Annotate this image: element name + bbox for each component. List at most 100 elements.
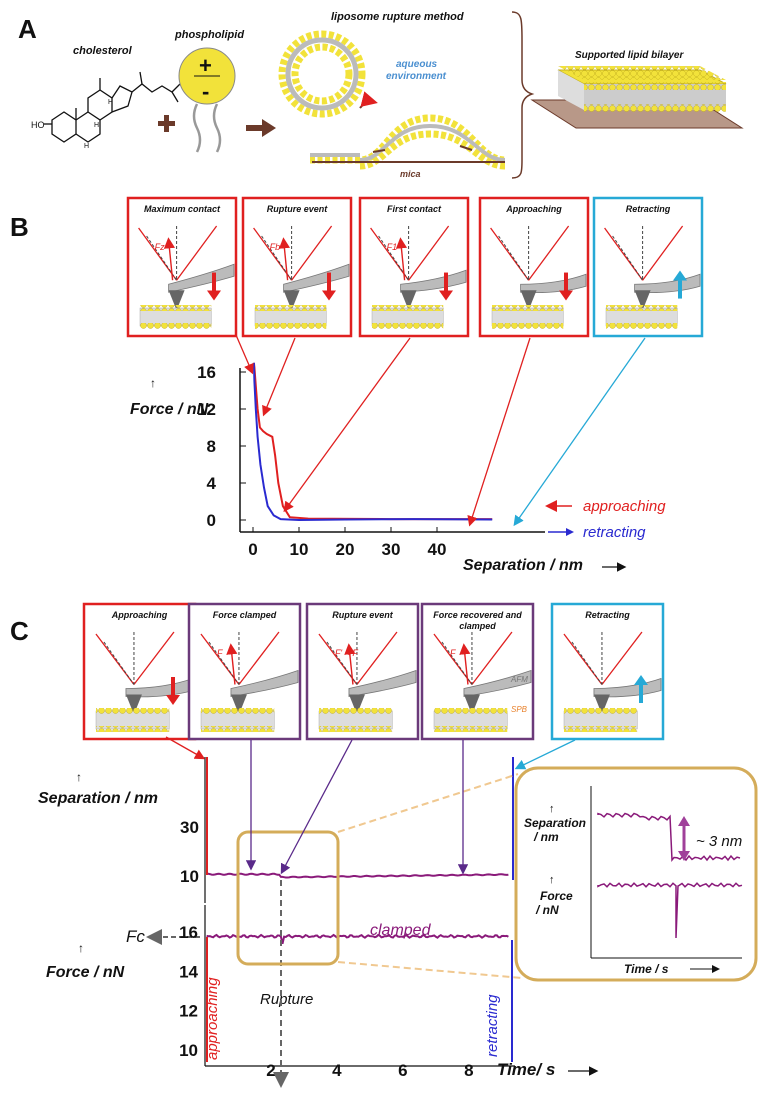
- panel-c-box-title: Retracting: [585, 610, 630, 620]
- panel-b-box-5: Retracting: [592, 196, 704, 338]
- time-x-label: Time/ s: [497, 1060, 555, 1079]
- supported-lipid-bilayer-icon: [530, 66, 744, 129]
- panel-b-y-label: Force / nN: [130, 401, 209, 418]
- panel-c-pointer-arrows: [165, 736, 576, 875]
- panel-b-pointer-arrows: [235, 334, 646, 527]
- time-tick: 2: [266, 1061, 275, 1080]
- h-label-2: H: [108, 99, 113, 106]
- force-tick: 14: [179, 962, 198, 981]
- h-label-3: H: [84, 143, 89, 150]
- sep-up-arrow-icon: ↑: [76, 770, 82, 784]
- down-arrow-icon: [322, 272, 336, 301]
- panel-letter-b: B: [10, 212, 29, 242]
- afm-label: AFM: [510, 675, 528, 684]
- down-arrow-icon: [439, 272, 453, 301]
- panel-c-box-3: Rupture event F' < F: [305, 602, 420, 741]
- force-tick: 16: [179, 923, 198, 942]
- panel-b-y-tick: 0: [207, 511, 216, 530]
- spb-label: SPB: [511, 705, 528, 714]
- panel-c-box-title: Rupture event: [332, 610, 394, 620]
- result-title: Supported lipid bilayer: [575, 50, 684, 61]
- down-arrow-icon: [207, 272, 221, 301]
- inset-box: [514, 766, 758, 982]
- panel-b-box-4: Approaching: [478, 196, 590, 338]
- up-arrow-icon: [673, 270, 687, 299]
- panel-c-box-title: Force clamped: [213, 610, 277, 620]
- down-arrow-icon: [166, 677, 180, 705]
- panel-b-x-label: Separation / nm: [463, 557, 583, 574]
- force-curve: [206, 933, 509, 945]
- panel-b-x-tick: 0: [248, 540, 257, 559]
- panel-b-y-ticks: 16 12 8 4 0: [197, 363, 246, 530]
- box-force-label: Fb: [270, 242, 281, 252]
- panel-b-box-title: Rupture event: [267, 204, 329, 214]
- minus-sign: -: [202, 79, 209, 104]
- box-force-label: F: [217, 648, 223, 658]
- inset-zoom: ↑ Separation/ nm ↑ Force/ nN ~ 3 nm Time…: [514, 766, 758, 982]
- inset-delta-label: ~ 3 nm: [696, 833, 742, 850]
- fc-label: Fc: [126, 927, 145, 946]
- inset-sep-label-1: Separation/ nm: [524, 816, 586, 844]
- plus-icon: [158, 115, 175, 132]
- force-tick: 10: [179, 1041, 198, 1060]
- retract-curve: [252, 362, 493, 522]
- sep-tick-30: 30: [180, 818, 199, 837]
- time-tick: 8: [464, 1061, 473, 1080]
- panel-letter-c: C: [10, 616, 29, 646]
- inset-separation-curve: [597, 812, 741, 863]
- cholesterol-label: cholesterol: [73, 45, 133, 57]
- inset-force-label: Force/ nN: [535, 889, 573, 917]
- sep-tick-10: 10: [180, 867, 199, 886]
- panel-a: A cholesterol HO H H H phospholipid: [18, 11, 744, 179]
- bilayer-on-mica-icon: [310, 91, 506, 170]
- approach-curve: [252, 362, 493, 521]
- sep-y-label: Separation / nm: [38, 790, 158, 807]
- panel-b-x-tick: 30: [382, 540, 401, 559]
- box-force-label: Fz: [155, 242, 165, 252]
- plus-sign: +: [199, 53, 212, 78]
- liposome-icon: [278, 30, 366, 118]
- force-y-label: Force / nN: [46, 964, 125, 981]
- force-tick: 12: [179, 1002, 198, 1021]
- y-axis-up-arrow-icon: ↑: [150, 376, 156, 390]
- inset-force-up-arrow-icon: ↑: [549, 874, 555, 886]
- panel-b-y-tick: 8: [207, 437, 216, 456]
- time-tick: 6: [398, 1061, 407, 1080]
- h-label-1: H: [94, 122, 99, 129]
- panel-b-x-tick: 40: [428, 540, 447, 559]
- inset-sep-up-arrow-icon: ↑: [549, 803, 555, 815]
- method-title: liposome rupture method: [331, 11, 464, 23]
- inset-force-curve: [597, 882, 743, 939]
- panel-b-box-title: Retracting: [626, 204, 671, 214]
- inset-x-label: Time / s: [624, 962, 669, 976]
- panel-c-box-1: Approaching: [82, 602, 197, 741]
- zoom-line-top: [337, 773, 519, 833]
- panel-b-box-title: First contact: [387, 204, 442, 214]
- rupture-label: Rupture: [260, 991, 313, 1008]
- approaching-vertical-label: approaching: [204, 977, 221, 1060]
- panel-b-box-title: Maximum contact: [144, 204, 221, 214]
- force-up-arrow-icon: ↑: [78, 941, 84, 955]
- panel-c-box-title: Approaching: [111, 610, 168, 620]
- box-force-label: F' < F: [335, 648, 358, 658]
- panel-b-y-tick: 4: [207, 474, 217, 493]
- up-arrow-icon: [634, 675, 648, 703]
- down-arrow-icon: [559, 272, 573, 301]
- panel-b-y-tick: 16: [197, 363, 216, 382]
- ho-label: HO: [31, 120, 45, 130]
- zoom-region-box: [236, 830, 340, 966]
- panel-b-x-tick: 20: [336, 540, 355, 559]
- panel-b-y-tick: 12: [197, 400, 216, 419]
